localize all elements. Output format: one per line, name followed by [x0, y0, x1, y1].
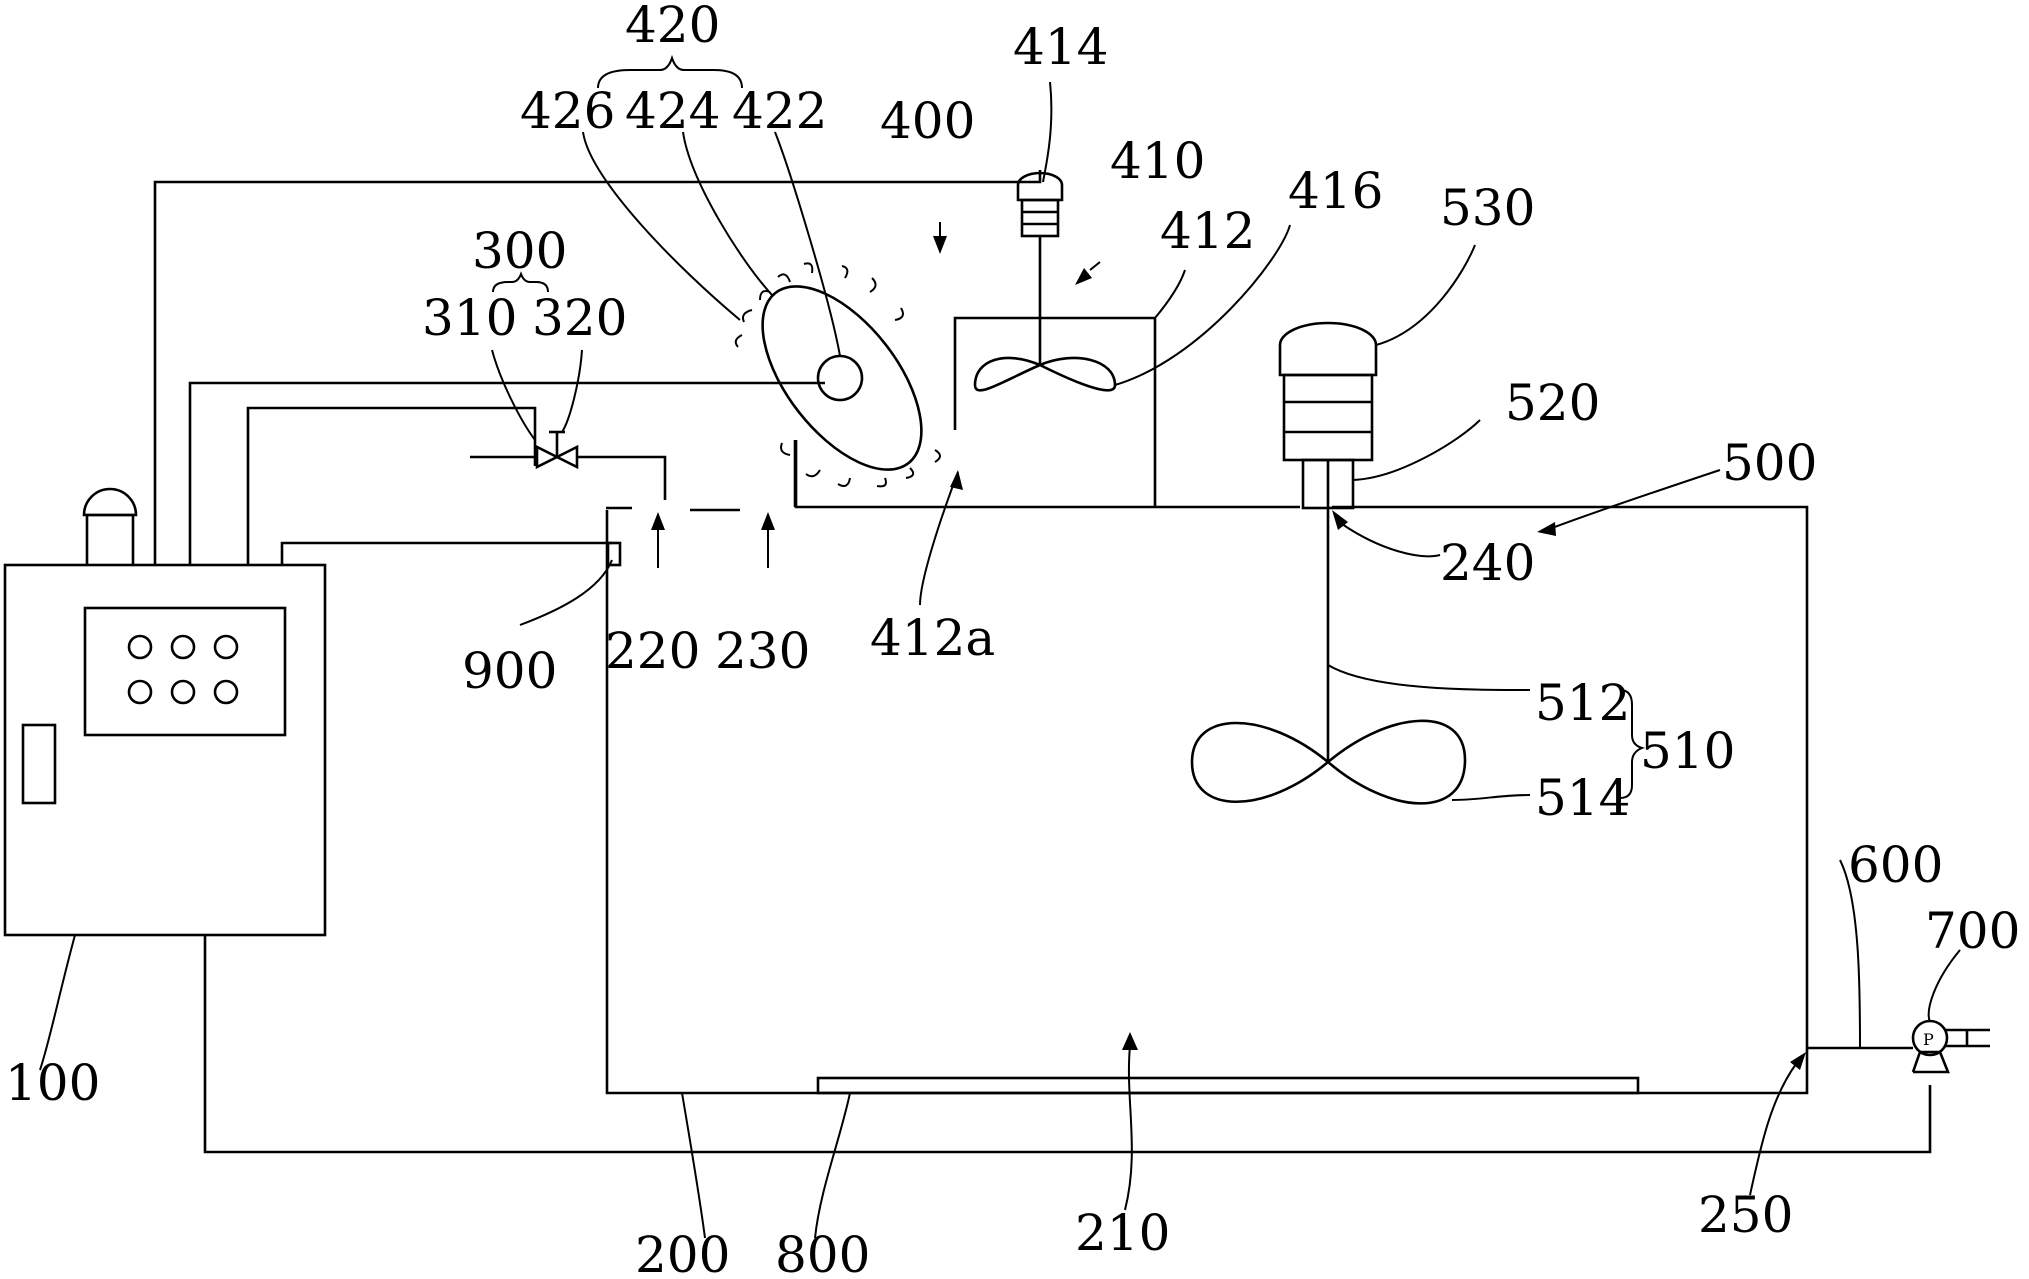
water-inlet [470, 430, 667, 500]
drain-pump: P [1807, 1019, 1990, 1074]
indicator-button [127, 679, 153, 705]
indicator-button [170, 634, 196, 660]
label-700: 700 [1925, 902, 2020, 960]
label-230: 230 [715, 622, 810, 680]
label-200: 200 [635, 1226, 730, 1279]
screw-feeder [734, 262, 941, 507]
indicator-button [213, 634, 239, 660]
level-sensor [606, 541, 622, 567]
indicator-button [213, 679, 239, 705]
label-500: 500 [1722, 434, 1817, 492]
label-800: 800 [775, 1226, 870, 1279]
valve-body [535, 444, 560, 470]
label-310: 310 [422, 289, 517, 347]
label-400: 400 [880, 92, 975, 150]
control-panel [83, 606, 287, 737]
label-422: 422 [732, 82, 827, 140]
cabinet-handle [21, 723, 57, 805]
label-100: 100 [5, 1054, 100, 1112]
main-motor [1278, 321, 1378, 377]
feeding-bin [953, 171, 1157, 507]
label-600: 600 [1848, 836, 1943, 894]
main-impeller [1190, 719, 1467, 805]
label-900: 900 [462, 642, 557, 700]
label-320: 320 [532, 289, 627, 347]
small-motor [1020, 198, 1060, 238]
label-210: 210 [1075, 1204, 1170, 1262]
leader-lines [39, 54, 1961, 1239]
label-410: 410 [1110, 132, 1205, 190]
label-412: 412 [1160, 202, 1255, 260]
small-impeller [973, 356, 1117, 392]
label-300: 300 [472, 222, 567, 280]
indicator-button [170, 679, 196, 705]
label-424: 424 [625, 82, 720, 140]
label-520: 520 [1505, 374, 1600, 432]
label-530: 530 [1440, 179, 1535, 237]
heating-plate [816, 1076, 1640, 1095]
control-cabinet [3, 487, 327, 937]
label-510: 510 [1640, 722, 1735, 780]
label-420: 420 [625, 0, 720, 54]
label-416: 416 [1288, 162, 1383, 220]
arrows [651, 222, 1806, 1211]
reference-labels: 420 426 424 422 400 414 410 412 416 530 … [5, 0, 2020, 1279]
label-412a: 412a [870, 609, 995, 667]
main-stirrer [1190, 321, 1467, 805]
label-240: 240 [1440, 534, 1535, 592]
label-426: 426 [520, 82, 615, 140]
label-414: 414 [1013, 18, 1108, 76]
indicator-button [127, 634, 153, 660]
wiring [153, 170, 1932, 1154]
label-514: 514 [1535, 769, 1630, 827]
alarm-lamp [85, 513, 135, 565]
label-220: 220 [605, 622, 700, 680]
label-512: 512 [1535, 674, 1630, 732]
label-250: 250 [1698, 1186, 1793, 1244]
main-tank [605, 440, 1809, 1095]
feeder-axis [816, 354, 864, 402]
pump-symbol: P [1923, 1030, 1934, 1049]
